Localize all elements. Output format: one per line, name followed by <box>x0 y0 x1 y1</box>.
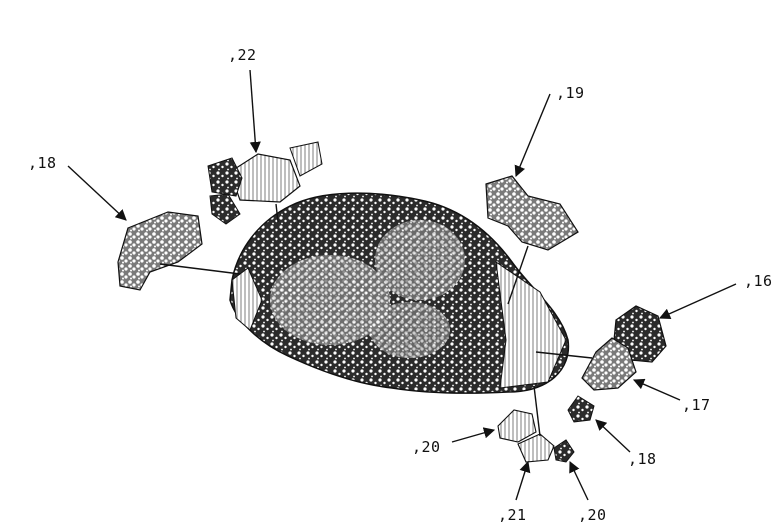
label-21: ,21 <box>498 506 527 524</box>
arrow-21 <box>516 462 528 500</box>
fragment-20-left <box>498 410 536 442</box>
arrow-16 <box>660 284 736 318</box>
arrow-20-bottom <box>570 462 588 500</box>
label-20-bottom: ,20 <box>578 506 607 524</box>
arrow-22 <box>250 70 256 152</box>
arrow-20-left <box>452 430 494 442</box>
label-18-left: ,18 <box>28 154 57 172</box>
arrow-17 <box>634 380 680 400</box>
label-20-left: ,20 <box>412 438 441 456</box>
label-17: ,17 <box>682 396 711 414</box>
label-19: ,19 <box>556 84 585 102</box>
label-18-right: ,18 <box>628 450 657 468</box>
fragment-19 <box>486 176 578 250</box>
arrow-18-left <box>68 166 126 220</box>
fragment-18-right <box>568 396 594 422</box>
arrow-18-right <box>596 420 630 452</box>
fragment-18-left <box>118 212 202 290</box>
arrow-19 <box>516 94 550 176</box>
fragment-20-bottom <box>554 440 574 462</box>
label-16: ,16 <box>744 272 773 290</box>
label-22: ,22 <box>228 46 257 64</box>
